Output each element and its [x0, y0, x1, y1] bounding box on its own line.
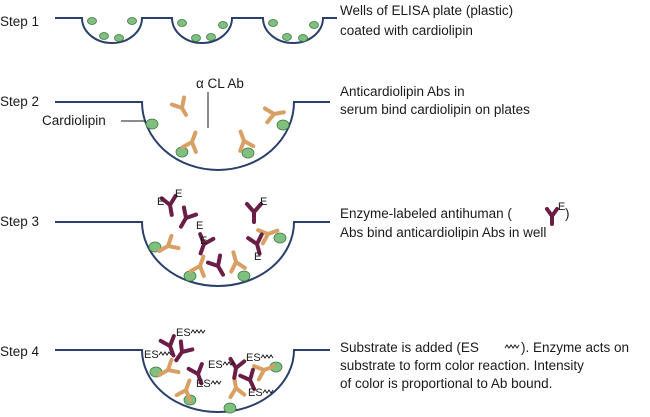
substrate-tag: ES	[144, 349, 159, 361]
substrate-tag: ES	[196, 378, 211, 390]
step-3-enzyme-labeled-antibodies	[159, 193, 264, 277]
step-1-desc-line-2: coated with cardiolipin	[340, 23, 473, 38]
step-2-desc-line-2: serum bind cardiolipin on plates	[340, 102, 530, 117]
enzyme-labeled-antibody	[238, 367, 257, 392]
enzyme-tag: E	[196, 220, 203, 232]
enzyme-tag: E	[260, 196, 267, 208]
step-4-desc-line-1-a: Substrate is added (ES	[340, 340, 479, 355]
anticardiolipin-antibody	[180, 130, 198, 154]
anticardiolipin-antibody	[228, 376, 247, 400]
substrate-squiggle-icon	[260, 354, 274, 359]
enzyme-labeled-antibody	[179, 205, 199, 229]
step-3-enzyme-tags: E E E E E E	[157, 188, 267, 263]
anticardiolipin-antibody	[169, 95, 188, 117]
cardiolipin-dot	[298, 34, 308, 42]
enzyme-labeled-antibody	[174, 339, 195, 363]
enzyme-tag: E	[175, 188, 182, 200]
anticardiolipin-antibody	[252, 364, 276, 382]
step-4-anticardiolipin-antibodies	[157, 357, 276, 402]
legend-enzyme-tag: E	[558, 201, 565, 213]
step-2-desc-line-1: Anticardiolipin Abs in	[340, 84, 465, 99]
cardiolipin-dot	[241, 147, 255, 159]
cardiolipin-dot	[218, 21, 228, 29]
step-1-label: Step 1	[0, 14, 39, 29]
cardiolipin-dot	[114, 34, 124, 42]
enzyme-labeled-antibody-legend-icon	[545, 207, 559, 226]
anticardiolipin-antibody	[256, 228, 280, 246]
step-3-desc-line-2: Abs bind anticardiolipin Abs in well	[340, 225, 546, 240]
enzyme-labeled-antibody	[186, 362, 204, 386]
step-3-well	[55, 221, 330, 287]
enzyme-tag: E	[254, 251, 261, 263]
cardiolipin-dot	[276, 119, 290, 131]
substrate-tag: ES	[176, 327, 191, 339]
step-1: Step 1 Wells of ELISA plate (plastic) co…	[0, 3, 513, 44]
substrate-squiggle-icon	[190, 329, 206, 334]
step-3-anticardiolipin-antibodies	[157, 228, 280, 278]
cardiolipin-dot	[223, 402, 237, 414]
enzyme-tag: E	[157, 196, 164, 208]
cardiolipin-label: Cardiolipin	[42, 113, 106, 128]
step-1-desc-line-1: Wells of ELISA plate (plastic)	[340, 3, 513, 18]
step-4-desc-line-1-b: ). Enzyme acts on	[521, 340, 629, 355]
step-1-wells	[55, 17, 337, 44]
anticardiolipin-antibody	[188, 254, 206, 278]
substrate-squiggle-icon	[210, 380, 222, 385]
acl-ab-label: α CL Ab	[196, 76, 244, 91]
step-2-anticardiolipin-antibodies	[169, 95, 286, 154]
anticardiolipin-antibody	[262, 106, 286, 125]
anticardiolipin-antibody	[157, 233, 181, 253]
anticardiolipin-antibody	[238, 129, 256, 153]
step-4: Step 4 ES ES ES ES	[0, 327, 629, 414]
step-2-label: Step 2	[0, 94, 39, 109]
enzyme-labeled-antibody	[158, 334, 176, 358]
step-4-enzyme-labeled-antibodies	[158, 334, 257, 392]
substrate-squiggle-icon	[158, 351, 172, 356]
enzyme-labeled-antibody	[246, 232, 264, 256]
substrate-tag: ES	[248, 387, 263, 399]
step-1-cardiolipin-dots	[87, 17, 319, 42]
enzyme-tag: E	[200, 235, 207, 247]
enzyme-labeled-antibody	[198, 232, 216, 256]
substrate-squiggle-icon	[222, 361, 236, 366]
substrate-tag: ES	[246, 352, 261, 364]
step-4-label: Step 4	[0, 344, 40, 359]
cardiolipin-dot	[127, 17, 137, 25]
anticardiolipin-antibody	[174, 378, 192, 402]
step-4-well	[55, 349, 330, 413]
step-4-substrate-tags: ES ES ES ES ES ES	[144, 327, 274, 399]
enzyme-labeled-antibody	[228, 356, 247, 380]
enzyme-labeled-antibody	[159, 193, 178, 217]
cardiolipin-dot	[148, 241, 162, 253]
enzyme-labeled-antibody	[245, 202, 263, 224]
step-4-desc-line-2: substrate to form color reaction. Intens…	[340, 358, 584, 373]
enzyme-labeled-antibody	[205, 253, 225, 277]
cardiolipin-dot	[206, 33, 216, 41]
anticardiolipin-antibody	[229, 250, 247, 274]
cardiolipin-dot	[145, 118, 159, 130]
step-2-cardiolipin-dots	[145, 118, 290, 159]
step-2: Step 2 α CL Ab Cardioli	[0, 76, 530, 171]
step-3-label: Step 3	[0, 214, 39, 229]
cardiolipin-dot	[282, 33, 292, 41]
substrate-squiggle-icon	[262, 389, 274, 394]
substrate-tag: ES	[208, 359, 223, 371]
cardiolipin-dot	[273, 232, 287, 244]
step-3-cardiolipin-dots	[148, 232, 287, 282]
step-4-desc-line-3: of color is proportional to Ab bound.	[340, 376, 552, 391]
cardiolipin-dot	[87, 17, 97, 25]
cardiolipin-dot	[237, 270, 251, 282]
step-3-desc-line-1-b: )	[565, 206, 570, 221]
step-3: Step 3 E E E E E E	[0, 188, 570, 287]
anticardiolipin-antibody	[157, 357, 181, 377]
cardiolipin-dot	[191, 34, 201, 42]
cardiolipin-dot	[177, 19, 187, 27]
step-3-desc-line-1-a: Enzyme-labeled antihuman (	[340, 206, 512, 221]
substrate-squiggle-legend-icon	[504, 344, 520, 349]
cardiolipin-dot	[309, 21, 319, 29]
cardiolipin-dot	[99, 32, 109, 40]
cardiolipin-dot	[268, 19, 278, 27]
